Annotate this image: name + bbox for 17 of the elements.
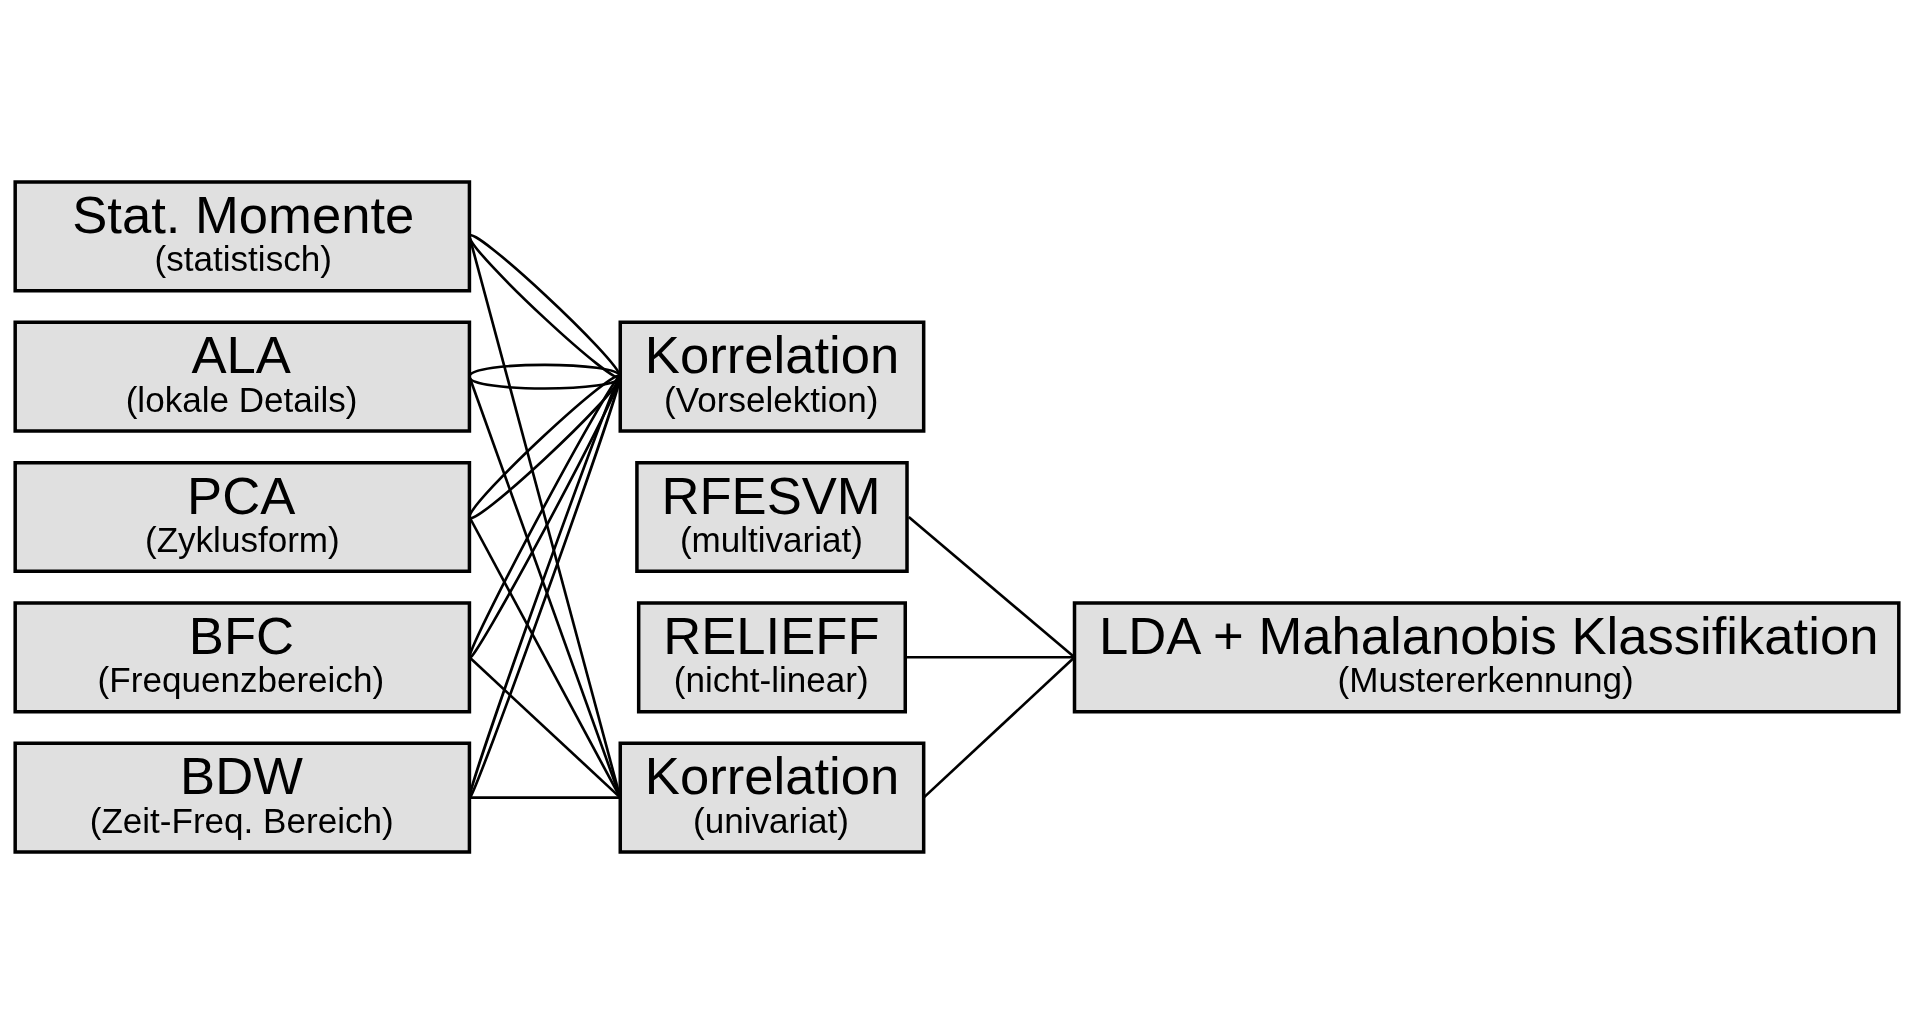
node-box: PCA (Zyklusform) [13, 460, 472, 573]
node-box: BDW (Zeit-Freq. Bereich) [13, 741, 472, 854]
connector [907, 655, 1075, 659]
node-box: BFC (Frequenzbereich) [13, 600, 472, 713]
node-box: LDA + Mahalanobis Klassifikation (Mustererkennung) [1072, 600, 1901, 713]
connector [907, 515, 1076, 658]
connector [468, 375, 622, 798]
node-box: Korrelation (Vorselektion) [618, 320, 926, 433]
node-box: ALA (lokale Details) [13, 320, 472, 433]
node-box: Stat. Momente (statistisch) [13, 179, 472, 292]
connector [468, 235, 622, 798]
connector [469, 795, 621, 799]
connector [468, 655, 622, 799]
node-box: RELIEFF (nicht-linear) [636, 600, 907, 713]
node-box: RFESVM (multivariat) [635, 460, 909, 573]
connector [922, 655, 1076, 799]
node-box: Korrelation (univariat) [618, 741, 926, 854]
